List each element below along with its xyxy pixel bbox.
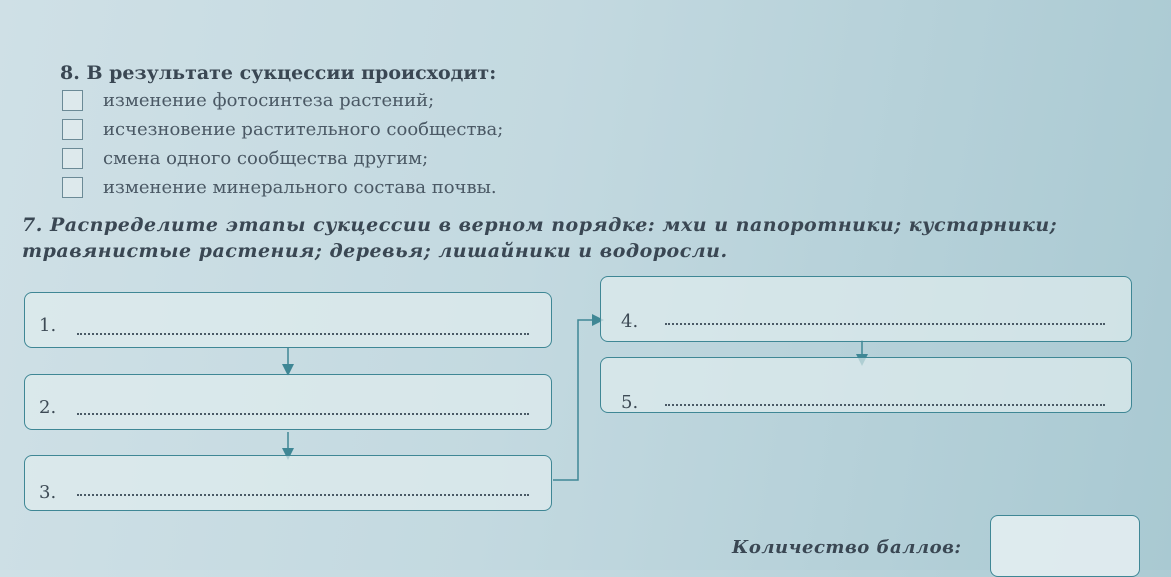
option-label: смена одного сообщества другим;: [103, 147, 429, 169]
stage-box-3[interactable]: 3.: [24, 455, 552, 511]
checkbox[interactable]: [62, 147, 83, 169]
stage-number: 4.: [621, 311, 639, 332]
checkbox[interactable]: [62, 118, 83, 140]
checkbox[interactable]: [62, 176, 83, 198]
question-7-line-1: 7. Распределите этапы сукцессии в верном…: [22, 214, 1058, 236]
option-3[interactable]: смена одного сообщества другим;: [62, 146, 428, 170]
question-7-line-2: травянистые растения; деревья; лишайники…: [22, 240, 728, 262]
stage-number: 2.: [39, 397, 57, 418]
stage-box-5[interactable]: 5.: [600, 357, 1132, 413]
question-8-title: 8. В результате сукцессии происходит:: [60, 62, 497, 84]
option-4[interactable]: изменение минерального состава почвы.: [62, 175, 497, 199]
answer-line[interactable]: [665, 323, 1105, 325]
answer-line[interactable]: [77, 333, 529, 335]
answer-line[interactable]: [77, 413, 529, 415]
score-input[interactable]: [990, 515, 1140, 577]
stage-number: 1.: [39, 315, 57, 336]
option-label: изменение фотосинтеза растений;: [103, 89, 435, 111]
checkbox[interactable]: [62, 89, 83, 111]
option-1[interactable]: изменение фотосинтеза растений;: [62, 88, 434, 112]
option-2[interactable]: исчезновение растительного сообщества;: [62, 117, 503, 141]
answer-line[interactable]: [665, 404, 1105, 406]
score-label: Количество баллов:: [732, 537, 962, 558]
stage-number: 5.: [621, 392, 639, 413]
option-label: исчезновение растительного сообщества;: [103, 118, 504, 140]
stage-box-2[interactable]: 2.: [24, 374, 552, 430]
stage-number: 3.: [39, 482, 57, 503]
option-label: изменение минерального состава почвы.: [103, 176, 497, 198]
arrow-right-icon: [553, 314, 604, 481]
stage-box-4[interactable]: 4.: [600, 276, 1132, 342]
stage-box-1[interactable]: 1.: [24, 292, 552, 348]
answer-line[interactable]: [77, 494, 529, 496]
